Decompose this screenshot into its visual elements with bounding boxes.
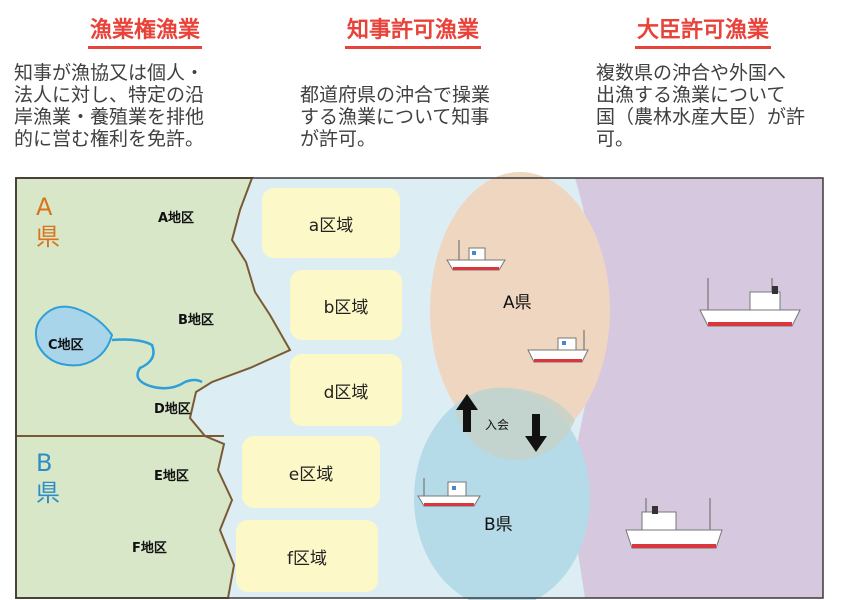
district-b-label: B地区 — [178, 313, 214, 328]
fishery-right-description: 知事が漁協又は個人・ 法人に対し、特定の沿 岸漁業・養殖業を排他 的に営む権利を… — [14, 62, 205, 150]
zone-d: d区域 — [290, 354, 402, 426]
minister-permit-title: 大臣許可漁業 — [635, 12, 772, 49]
boat-icon — [527, 330, 589, 363]
pref-a-label: A 県 — [36, 193, 60, 251]
shared-label: 入会 — [485, 418, 510, 432]
arrow-up-icon — [456, 394, 478, 432]
boat-icon — [446, 240, 506, 271]
district-d-label: D地区 — [154, 402, 191, 417]
pref-a-sea-label: A県 — [503, 293, 532, 313]
district-a-label: A地区 — [158, 211, 195, 226]
river — [111, 338, 203, 390]
pref-b-sea-label: B県 — [484, 515, 513, 535]
offshore-area — [573, 178, 823, 598]
fishery-right-title: 漁業権漁業 — [88, 12, 203, 49]
boat-icon — [417, 478, 481, 507]
ship-icon — [625, 498, 723, 549]
pref-b-label: B 県 — [36, 449, 60, 507]
map-frame — [15, 177, 824, 599]
governor-permit-title: 知事許可漁業 — [345, 12, 482, 49]
zone-f: f区域 — [236, 520, 378, 592]
district-f-label: F地区 — [132, 541, 167, 556]
minister-permit-description: 複数県の沖合や外国へ 出漁する漁業について 国（農林水産大臣）が許 可。 — [596, 62, 806, 150]
district-c-label: C地区 — [48, 338, 84, 353]
zone-e: e区域 — [242, 436, 380, 508]
arrow-down-icon — [525, 414, 547, 452]
zone-b: b区域 — [290, 270, 402, 340]
lake-c — [34, 305, 114, 367]
pref-a-sea — [430, 172, 610, 448]
governor-permit-description: 都道府県の沖合で操業 する漁業について知事 が許可。 — [300, 84, 491, 150]
shared-area — [455, 387, 575, 460]
ship-icon — [699, 278, 801, 327]
zone-a: a区域 — [262, 188, 400, 258]
district-e-label: E地区 — [154, 469, 189, 484]
